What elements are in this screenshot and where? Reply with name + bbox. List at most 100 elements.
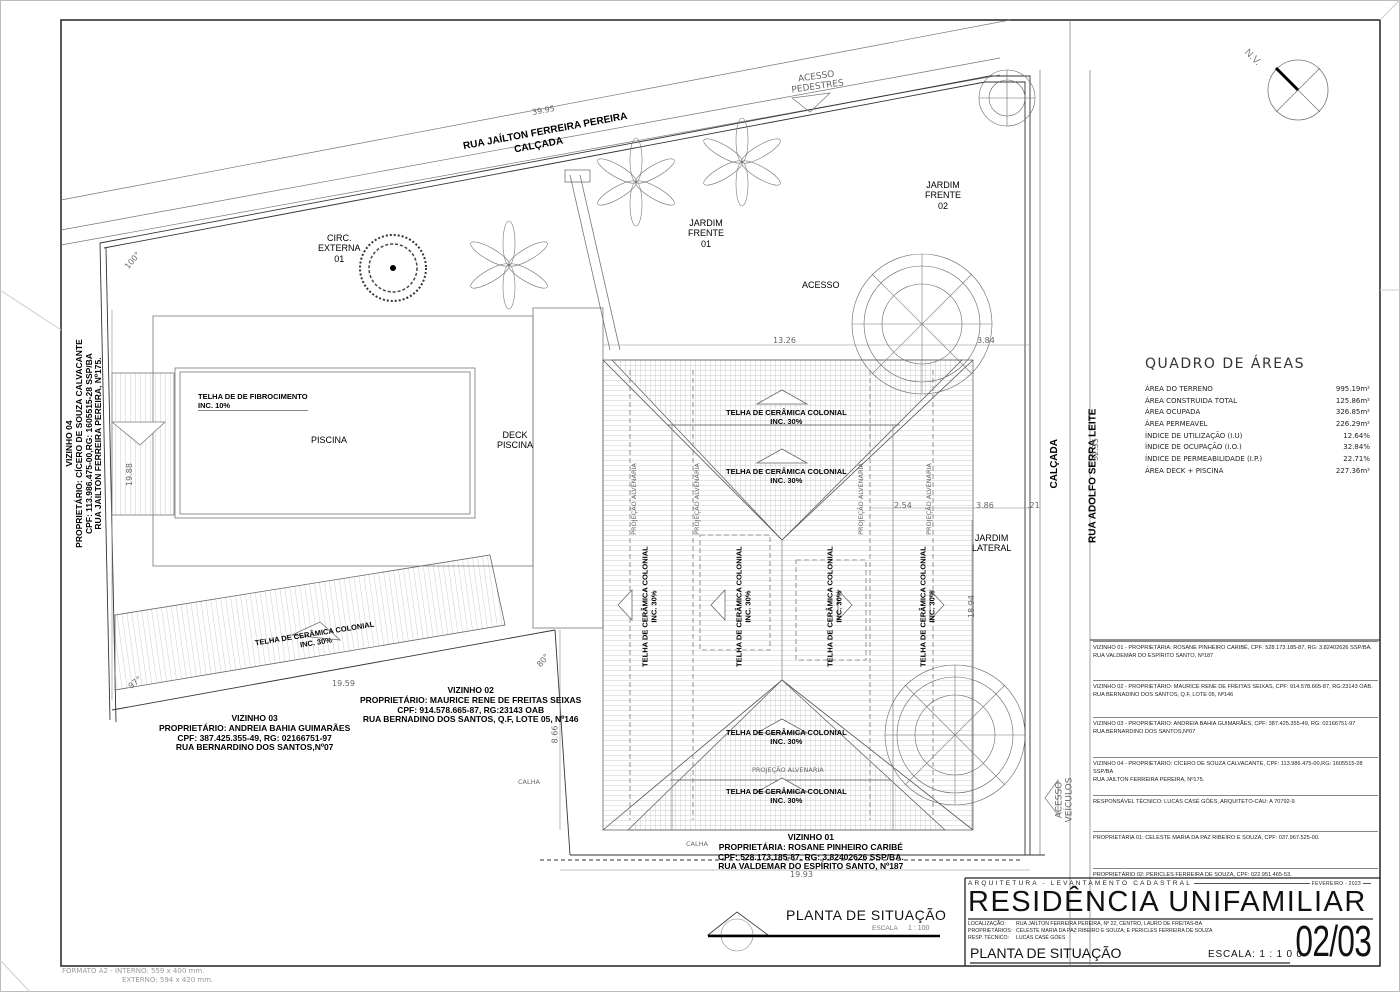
v02-line4: RUA BERNADINO DOS SANTOS, Q.F, LOTE 05, …: [362, 714, 579, 725]
title-block-header: ARQUITETURA - LEVANTAMENTO CADASTRAL FEV…: [968, 880, 1373, 887]
v03-line4: RUA BERNARDINO DOS SANTOS,Nº07: [175, 742, 334, 753]
areas-row-label: ÍNDICE DE OCUPAÇÃO (I.O.): [1145, 443, 1242, 452]
street-lines: [60, 19, 1091, 966]
dim-8-66: 8.66: [550, 725, 560, 744]
meta-value: CELESTE MARIA DA PAZ RIBEIRO E SOUZA; E …: [1016, 928, 1213, 934]
jardim-02-line1: JARDIM: [926, 180, 960, 190]
areas-row-label: ÁREA DECK + PISCINA: [1145, 466, 1224, 475]
fibro-line1: TELHA DE DE FIBROCIMENTO: [198, 392, 308, 401]
ceramica-line2: INC. 30%: [649, 590, 659, 623]
jardim-lateral-line2: LATERAL: [972, 543, 1012, 554]
notes-panel: VIZINHO 01 - PROPRIETÁRIA: ROSANE PINHEI…: [1093, 641, 1378, 891]
areas-row-value: 12.64%: [1343, 431, 1370, 440]
roof-label-ceramica-bottom1: TELHA DE CERÂMICA COLONIAL INC. 30%: [726, 728, 847, 746]
palm-icon: [470, 117, 781, 310]
jardim-02-line3: 02: [937, 200, 948, 211]
title-block: ARQUITETURA - LEVANTAMENTO CADASTRAL FEV…: [968, 880, 1373, 965]
note-line2: RUA VALDEMAR DO ESPÍRITO SANTO, Nº187: [1093, 653, 1214, 659]
fibrocimento-roof: [114, 554, 506, 691]
v03-line1: VIZINHO 03: [231, 713, 278, 723]
calha-label-2: CALHA: [686, 840, 708, 848]
right-sidewalk-label: CALÇADA: [1048, 439, 1060, 489]
format-note: FORMATO A2 - INTERNO: 559 x 400 mm. EXTE…: [62, 967, 213, 985]
jardim-01-line2: FRENTE: [688, 228, 724, 239]
ceramica-line2: INC. 30%: [834, 590, 844, 623]
info-panel-frame: [964, 639, 1380, 966]
vehicle-access-line1: ACESSO: [1054, 781, 1065, 819]
format-note-line1: FORMATO A2 - INTERNO: 559 x 400 mm.: [62, 967, 205, 975]
dim-18-94: 18.94: [966, 595, 976, 618]
ceramica-line1: TELHA DE CERÂMICA COLONIAL: [726, 408, 847, 417]
roof-label-ceramica-v3: TELHA DE CERÂMICA COLONIAL INC. 30%: [826, 546, 844, 667]
title-block-subtitle: PLANTA DE SITUAÇÃO: [970, 945, 1290, 964]
v02-line2: PROPRIETÁRIO: MAURICE RENE DE FREITAS SE…: [360, 694, 582, 705]
pool-area: [110, 169, 621, 629]
ceramica-line2: INC. 30%: [770, 736, 803, 746]
dim-19-59: 19.59: [332, 679, 355, 688]
note-item: VIZINHO 01 - PROPRIETÁRIA: ROSANE PINHEI…: [1093, 641, 1378, 680]
areas-row-label: ÁREA OCUPADA: [1145, 408, 1201, 417]
ceramica-line1: TELHA DE CERÂMICA COLONIAL: [726, 787, 847, 796]
dim-13-26: 13.26: [773, 336, 796, 345]
area-jardim-lateral: JARDIM LATERAL: [972, 533, 1011, 554]
dim-2-54: 2.54: [894, 501, 912, 510]
jardim-01-line1: JARDIM: [689, 218, 723, 228]
area-circ-line3: 01: [334, 253, 345, 264]
tree-small-icon: [978, 69, 1036, 127]
vehicle-access-label: ACESSO VEÍCULOS: [1054, 778, 1074, 823]
fibro-line2: INC. 10%: [198, 400, 231, 410]
ceramica-line2: INC. 30%: [770, 416, 803, 426]
meta-owners: PROPRIETÁRIOS:CELESTE MARIA DA PAZ RIBEI…: [968, 928, 1373, 935]
note-line2: RUA BERNARDINO DOS SANTOS,Nº07: [1093, 729, 1196, 735]
dim-19-88: 19.88: [124, 463, 134, 486]
meta-key: RESP. TÉCNICO:: [968, 935, 1010, 941]
sheet-number: 02/03: [1295, 917, 1371, 966]
pedestrian-access-arrow-icon: [791, 92, 832, 113]
meta-key: LOCALIZAÇÃO:: [968, 921, 1006, 927]
note-line1: PROPRIETÁRIO 02: PERICLES FERREIRA DE SO…: [1093, 872, 1292, 878]
areas-row: ÍNDICE DE UTILIZAÇÃO (I.U)12.64%: [1145, 431, 1370, 443]
main-access-label: ACESSO: [802, 280, 840, 290]
title-block-scale: ESCALA: 1 : 1 0 0: [1208, 949, 1303, 960]
format-note-line2: EXTERNO: 594 x 420 mm.: [122, 976, 214, 984]
area-jardim-frente-01: JARDIM FRENTE 01: [688, 218, 724, 249]
areas-row-value: 32.84%: [1343, 443, 1370, 452]
projecao-label-4: PROJEÇÃO ALVENARIA: [924, 463, 933, 535]
v02-line3: CPF: 914.578.665-87, RG:23143 OAB: [397, 704, 545, 715]
note-line1: VIZINHO 04 - PROPRIETÁRIO: CÍCERO DE SOU…: [1093, 761, 1363, 775]
ceramica-line2: INC. 30%: [927, 590, 937, 623]
ceramica-line2: INC. 30%: [770, 475, 803, 485]
lot-boundary: [99, 75, 1045, 861]
dimension-lines: [111, 310, 1030, 871]
dim-21: .21: [1027, 501, 1040, 510]
note-line1: VIZINHO 02 - PROPRIETÁRIO: MAURICE RENE …: [1093, 684, 1373, 690]
neighbor-04-label: VIZINHO 04 PROPRIETÁRIO: CÍCERO DE SOUZA…: [64, 339, 104, 548]
areas-row-label: ÁREA CONSTRUIDA TOTAL: [1145, 396, 1237, 405]
vehicle-access-line2: VEÍCULOS: [1064, 777, 1075, 823]
meta-value: LUCAS CASÉ GÓES: [1016, 935, 1066, 941]
area-circ-line1: CIRC.: [327, 233, 352, 243]
note-item: PROPRIETÁRIO 02: PERICLES FERREIRA DE SO…: [1093, 868, 1378, 891]
area-deck: DECK PISCINA: [497, 430, 533, 451]
area-circ-externa: CIRC. EXTERNA 01: [318, 233, 361, 264]
right-street-length: 32.35: [1090, 438, 1100, 461]
tree-large-icon: [884, 664, 1026, 806]
ceramica-line1: TELHA DE CERÂMICA COLONIAL: [726, 467, 847, 476]
meta-key: PROPRIETÁRIOS:: [968, 928, 1013, 934]
divider: [968, 918, 1373, 920]
projecao-label-3: PROJEÇÃO ALVENARIA: [856, 463, 865, 535]
note-item: PROPRIETÁRIA 01: CELESTE MARIA DA PAZ RI…: [1093, 831, 1378, 868]
neighbor-02-label: VIZINHO 02 PROPRIETÁRIO: MAURICE RENE DE…: [360, 685, 582, 725]
dim-3-84: 3.84: [977, 336, 995, 345]
v03-line2: PROPRIETÁRIO: ANDREIA BAHIA GUIMARÃES: [159, 722, 351, 733]
areas-row-value: 22.71%: [1343, 455, 1370, 464]
note-item: VIZINHO 02 - PROPRIETÁRIO: MAURICE RENE …: [1093, 680, 1378, 717]
v04-line4: RUA JAILTON FERREIRA PEREIRA, Nº175.: [93, 357, 104, 530]
note-line2: RUA JAILTON FERREIRA PEREIRA, Nº175.: [1093, 777, 1205, 783]
areas-row-value: 995.19m²: [1335, 385, 1370, 393]
projecao-label-5: PROJEÇÃO ALVENARIA: [752, 766, 824, 774]
